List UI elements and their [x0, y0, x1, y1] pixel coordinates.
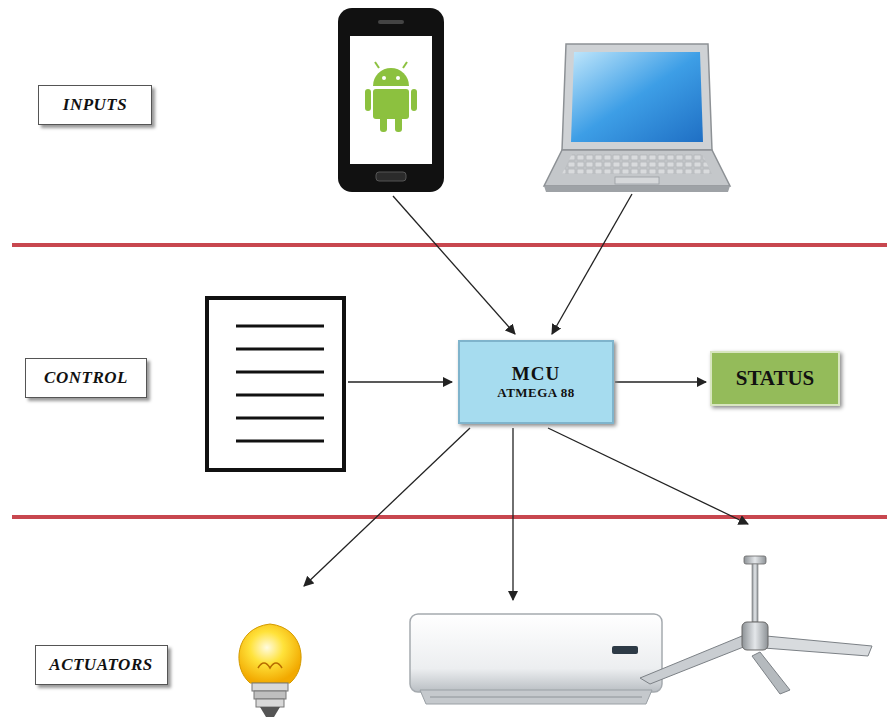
arrow — [304, 194, 748, 600]
node-text: ATMEGA 88 — [497, 385, 575, 401]
status-box: STATUS — [710, 351, 840, 406]
document-icon — [207, 298, 344, 470]
arrow-connector — [615, 381, 706, 382]
section-label: INPUTS — [38, 85, 152, 125]
node-text: CONTROL — [44, 368, 128, 388]
bulb-icon — [239, 624, 301, 717]
node-text: MCU — [512, 363, 560, 385]
air-conditioner-icon — [410, 614, 662, 704]
section-label: ACTUATORS — [35, 645, 168, 685]
section-label: CONTROL — [25, 358, 147, 398]
node-text: INPUTS — [63, 95, 127, 115]
separator-line — [12, 515, 887, 519]
fan-icon — [640, 556, 872, 694]
phone-icon — [338, 8, 444, 192]
node-text: ACTUATORS — [49, 655, 152, 675]
laptop-icon — [544, 44, 730, 192]
node-text: STATUS — [736, 366, 815, 391]
mcu-box: MCUATMEGA 88 — [458, 340, 614, 424]
separator-line — [12, 243, 887, 247]
